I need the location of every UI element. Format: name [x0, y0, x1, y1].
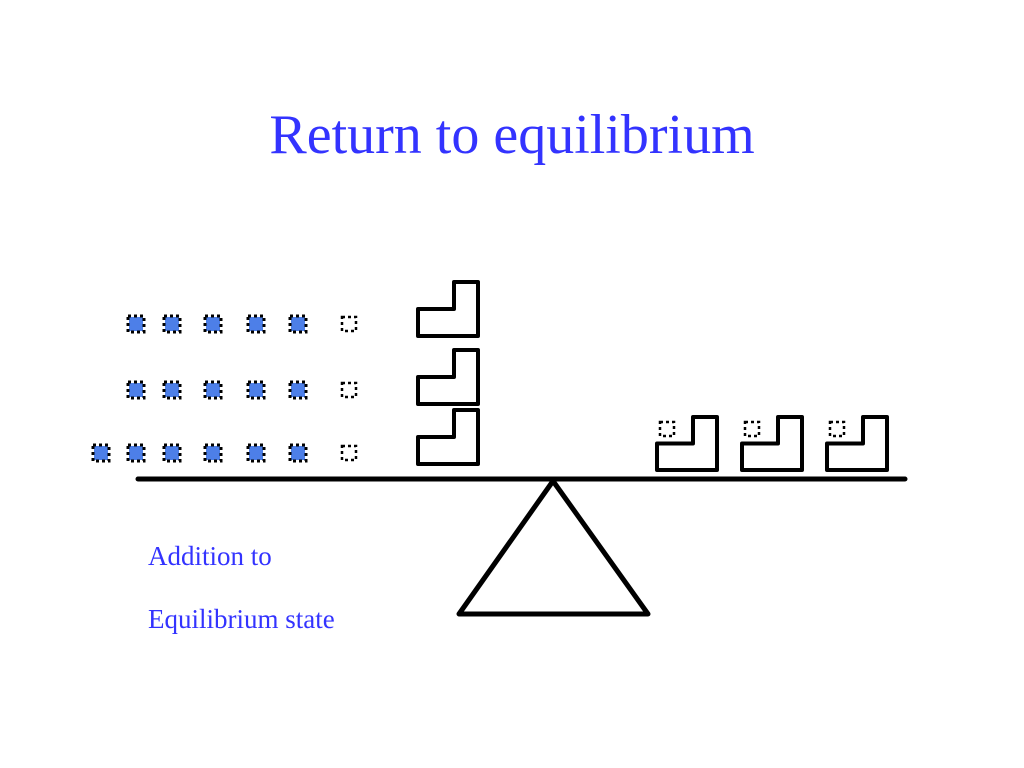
filled-particle-icon	[203, 443, 223, 463]
particle-layer	[91, 280, 889, 472]
filled-particle-icon	[246, 380, 266, 400]
complex-with-particle	[825, 415, 889, 472]
filled-particle-icon	[126, 380, 146, 400]
empty-particle-icon	[340, 444, 358, 462]
filled-particle-icon	[91, 443, 111, 463]
filled-particle-icon	[288, 443, 308, 463]
l-shaped-complex-icon	[825, 415, 889, 472]
empty-particle-icon	[340, 381, 358, 399]
l-shaped-complex-icon	[416, 280, 480, 338]
triangle-fulcrum-icon	[456, 478, 651, 617]
caption-equilibrium-state: Equilibrium state	[148, 604, 335, 634]
filled-particle-icon	[162, 380, 182, 400]
l-shaped-complex-icon	[416, 408, 480, 466]
empty-particle-icon	[743, 420, 761, 438]
l-shaped-complex-icon	[740, 415, 804, 472]
caption-addition: Addition to	[148, 541, 272, 571]
filled-particle-icon	[246, 314, 266, 334]
empty-particle-icon	[658, 420, 676, 438]
filled-particle-icon	[162, 443, 182, 463]
filled-particle-icon	[288, 314, 308, 334]
l-shaped-complex-icon	[655, 415, 719, 472]
complex-with-particle	[740, 415, 804, 472]
filled-particle-icon	[126, 443, 146, 463]
filled-particle-icon	[126, 314, 146, 334]
filled-particle-icon	[203, 314, 223, 334]
filled-particle-icon	[246, 443, 266, 463]
complex-with-particle	[655, 415, 719, 472]
filled-particle-icon	[203, 380, 223, 400]
empty-particle-icon	[340, 315, 358, 333]
filled-particle-icon	[288, 380, 308, 400]
filled-particle-icon	[162, 314, 182, 334]
l-shaped-complex-icon	[416, 348, 480, 406]
empty-particle-icon	[828, 420, 846, 438]
slide-title: Return to equilibrium	[269, 104, 755, 166]
